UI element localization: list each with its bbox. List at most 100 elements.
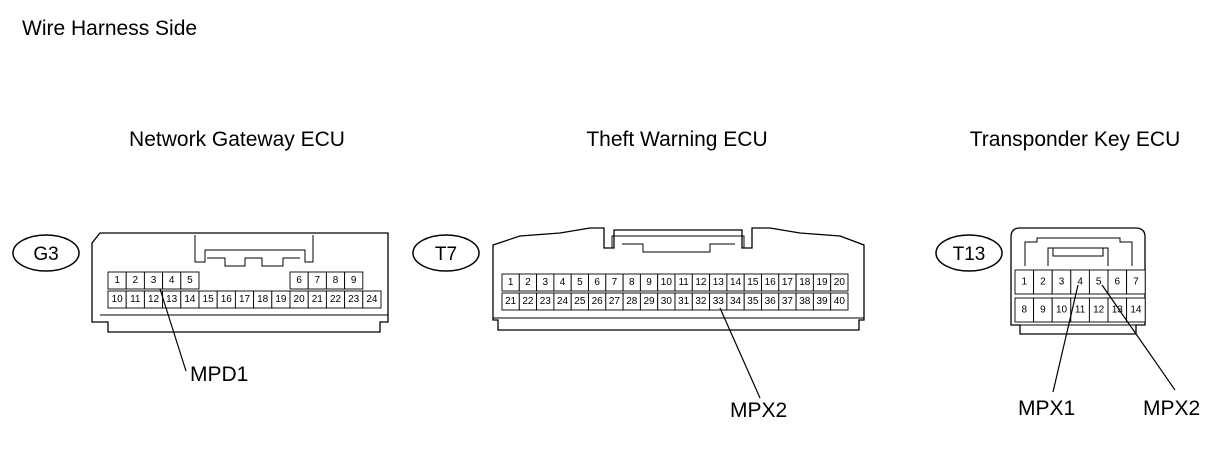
pin-number: 13: [166, 294, 178, 305]
pin-number: 37: [782, 296, 794, 307]
pin-number: 9: [1040, 305, 1046, 316]
pin-number: 2: [525, 277, 531, 288]
ecu-title-network-gateway: Network Gateway ECU: [129, 128, 345, 151]
connector-lock-tab: [194, 235, 314, 263]
pin-number: 10: [112, 294, 124, 305]
pin-number: 1: [1022, 277, 1028, 288]
pin-number: 4: [1077, 277, 1083, 288]
pin-number: 2: [1040, 277, 1046, 288]
pin-number: 12: [1093, 305, 1105, 316]
pin-number: 5: [1096, 277, 1102, 288]
connector-lock-tab: [1047, 247, 1109, 266]
pin-number: 10: [661, 277, 673, 288]
pin-number: 11: [678, 277, 689, 288]
pin-cell: [1126, 297, 1146, 323]
pin-number: 18: [257, 294, 269, 305]
pin-number: 9: [646, 277, 652, 288]
pin-number: 20: [834, 277, 846, 288]
pin-number: 26: [592, 296, 604, 307]
pin-number: 6: [594, 277, 600, 288]
pin-cell: [344, 271, 364, 290]
ecu-title-transponder-key: Transponder Key ECU: [970, 128, 1180, 151]
pin-number: 18: [799, 277, 811, 288]
pin-number: 14: [184, 294, 196, 305]
pin-number: 7: [1133, 277, 1139, 288]
pin-number: 15: [747, 277, 759, 288]
pin-number: 13: [1112, 305, 1124, 316]
pin-number: 30: [661, 296, 673, 307]
pin-number: 19: [275, 294, 287, 305]
pin-number: 8: [333, 275, 339, 286]
pin-number: 23: [348, 294, 360, 305]
leader-line-mpx2: [1101, 284, 1176, 391]
connector-lock-frame: [611, 235, 745, 248]
pin-cell: [830, 292, 849, 311]
pin-number: 17: [782, 277, 794, 288]
pin-number: 19: [816, 277, 828, 288]
diagram-heading: Wire Harness Side: [22, 17, 197, 40]
connector-lock-latch: [207, 257, 300, 267]
pin-number: 5: [577, 277, 583, 288]
pin-number: 21: [505, 296, 517, 307]
connector-badge-text: G3: [33, 244, 58, 265]
pin-cell: [830, 273, 849, 292]
pin-number: 39: [816, 296, 828, 307]
pin-number: 12: [148, 294, 160, 305]
pin-cell: [1126, 269, 1146, 295]
pin-number: 6: [1115, 277, 1121, 288]
pin-number: 36: [765, 296, 777, 307]
terminal-label-mpx1: MPX1: [1018, 397, 1075, 420]
pin-number: 3: [1059, 277, 1065, 288]
pin-number: 14: [1130, 305, 1142, 316]
pin-number: 16: [221, 294, 233, 305]
connector-badge: [935, 234, 1003, 272]
pin-number: 7: [315, 275, 321, 286]
pin-cell: [180, 271, 200, 290]
connector-lock-frame: [1024, 237, 1133, 266]
pin-number: 38: [799, 296, 811, 307]
pin-number: 11: [130, 294, 141, 305]
pin-number: 1: [508, 277, 514, 288]
terminal-label-mpd1: MPD1: [190, 363, 248, 386]
pin-number: 32: [695, 296, 707, 307]
leader-line-mpx2: [719, 307, 761, 399]
pin-number: 40: [834, 296, 846, 307]
pin-number: 8: [1022, 305, 1028, 316]
pin-number: 22: [330, 294, 342, 305]
pin-number: 5: [187, 275, 193, 286]
pin-number: 17: [239, 294, 251, 305]
pin-number: 3: [542, 277, 548, 288]
pin-cell: [362, 290, 382, 309]
pin-number: 11: [1075, 305, 1086, 316]
pin-number: 33: [713, 296, 725, 307]
connector-badge: [412, 234, 480, 272]
pin-number: 31: [678, 296, 690, 307]
pin-number: 28: [626, 296, 638, 307]
connector-badge-text: T7: [435, 244, 457, 265]
pin-number: 24: [557, 296, 569, 307]
pin-number: 4: [560, 277, 566, 288]
pin-number: 21: [312, 294, 324, 305]
pin-number: 34: [730, 296, 742, 307]
pin-number: 2: [133, 275, 139, 286]
connector-lock-latch: [622, 243, 735, 253]
pin-number: 22: [522, 296, 534, 307]
pin-number: 20: [294, 294, 306, 305]
pin-number: 12: [695, 277, 707, 288]
pin-number: 15: [203, 294, 215, 305]
pin-number: 25: [574, 296, 586, 307]
pin-number: 27: [609, 296, 621, 307]
pin-number: 4: [169, 275, 175, 286]
terminal-label-mpx2: MPX2: [1143, 397, 1200, 420]
pin-number: 14: [730, 277, 742, 288]
pin-number: 1: [114, 275, 120, 286]
ecu-title-theft-warning: Theft Warning ECU: [586, 128, 767, 151]
leader-line-mpx1: [1052, 284, 1079, 393]
connector-badge: [12, 234, 80, 272]
pin-number: 35: [747, 296, 759, 307]
